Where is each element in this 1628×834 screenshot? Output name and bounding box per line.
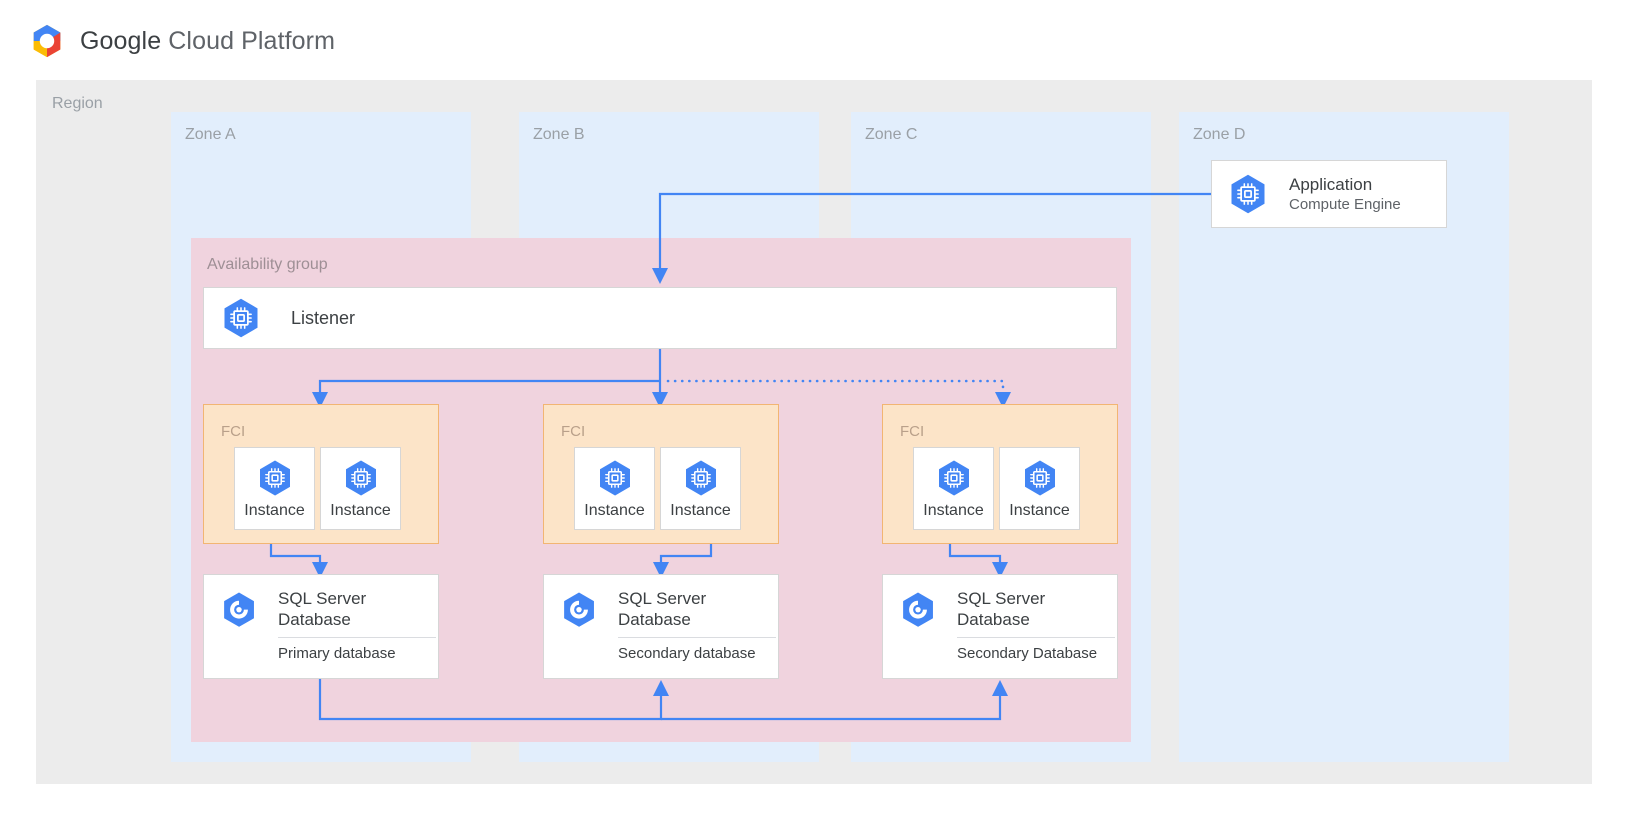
zone-a-label: Zone A	[185, 126, 236, 143]
fci-instances: Instance Instance	[234, 447, 401, 530]
instance-card[interactable]: Instance	[913, 447, 994, 530]
compute-engine-icon	[938, 460, 969, 495]
divider	[278, 637, 436, 639]
brand-google: Google	[80, 26, 162, 55]
fci-instances: Instance Instance	[574, 447, 741, 530]
instance-card[interactable]: Instance	[660, 447, 741, 530]
compute-engine-icon	[1231, 174, 1265, 214]
zone-c-label: Zone C	[865, 126, 918, 143]
brand-rest: Cloud Platform	[168, 26, 336, 55]
instance-card[interactable]: Instance	[999, 447, 1080, 530]
listener-title: Listener	[291, 307, 356, 328]
compute-engine-icon	[1024, 460, 1055, 495]
sql-server-database-icon	[564, 592, 594, 627]
sql-server-database-icon	[903, 592, 933, 627]
database-role: Secondary database	[618, 645, 756, 663]
instance-label: Instance	[1009, 501, 1070, 519]
divider	[957, 637, 1115, 639]
database-text: SQL Server Database Secondary database	[618, 589, 778, 664]
google-cloud-hexagon-logo-icon	[33, 24, 61, 58]
compute-engine-icon	[224, 298, 258, 338]
database-card-zone-c[interactable]: SQL Server Database Secondary Database	[882, 574, 1118, 679]
instance-label: Instance	[584, 501, 645, 519]
application-text: Application Compute Engine	[1289, 174, 1401, 215]
database-title: SQL Server Database	[278, 589, 367, 629]
fci-label: FCI	[221, 423, 246, 440]
fci-group-zone-c: FCI Instance	[882, 404, 1118, 544]
fci-instances: Instance Instance	[913, 447, 1080, 530]
fci-group-zone-b: FCI Instance	[543, 404, 779, 544]
instance-label: Instance	[923, 501, 984, 519]
fci-label: FCI	[561, 423, 586, 440]
compute-engine-icon	[259, 460, 290, 495]
zone-d-label: Zone D	[1193, 126, 1246, 143]
listener-card[interactable]: Listener	[203, 287, 1117, 349]
database-title: SQL Server Database	[618, 589, 707, 629]
database-role: Primary database	[278, 645, 396, 663]
application-title: Application	[1289, 174, 1373, 194]
instance-label: Instance	[670, 501, 731, 519]
fci-label: FCI	[900, 423, 925, 440]
sql-server-database-icon	[224, 592, 254, 627]
compute-engine-icon	[345, 460, 376, 495]
divider	[618, 637, 776, 639]
availability-group-label: Availability group	[207, 256, 328, 273]
database-card-zone-b[interactable]: SQL Server Database Secondary database	[543, 574, 779, 679]
instance-card[interactable]: Instance	[320, 447, 401, 530]
database-text: SQL Server Database Secondary Database	[957, 589, 1117, 664]
instance-label: Instance	[244, 501, 305, 519]
compute-engine-icon	[599, 460, 630, 495]
zone-b-label: Zone B	[533, 126, 585, 143]
instance-card[interactable]: Instance	[574, 447, 655, 530]
gcp-brand: Google Cloud Platform	[28, 22, 335, 60]
database-role: Secondary Database	[957, 645, 1098, 663]
application-subtitle: Compute Engine	[1289, 195, 1401, 213]
region-label: Region	[52, 95, 103, 112]
instance-card[interactable]: Instance	[234, 447, 315, 530]
fci-group-zone-a: FCI Instance	[203, 404, 439, 544]
compute-engine-icon	[685, 460, 716, 495]
brand-text: Google Cloud Platform	[80, 27, 335, 56]
application-card[interactable]: Application Compute Engine	[1211, 160, 1447, 228]
database-text: SQL Server Database Primary database	[278, 589, 438, 664]
database-card-zone-a[interactable]: SQL Server Database Primary database	[203, 574, 439, 679]
instance-label: Instance	[330, 501, 391, 519]
database-title: SQL Server Database	[957, 589, 1046, 629]
